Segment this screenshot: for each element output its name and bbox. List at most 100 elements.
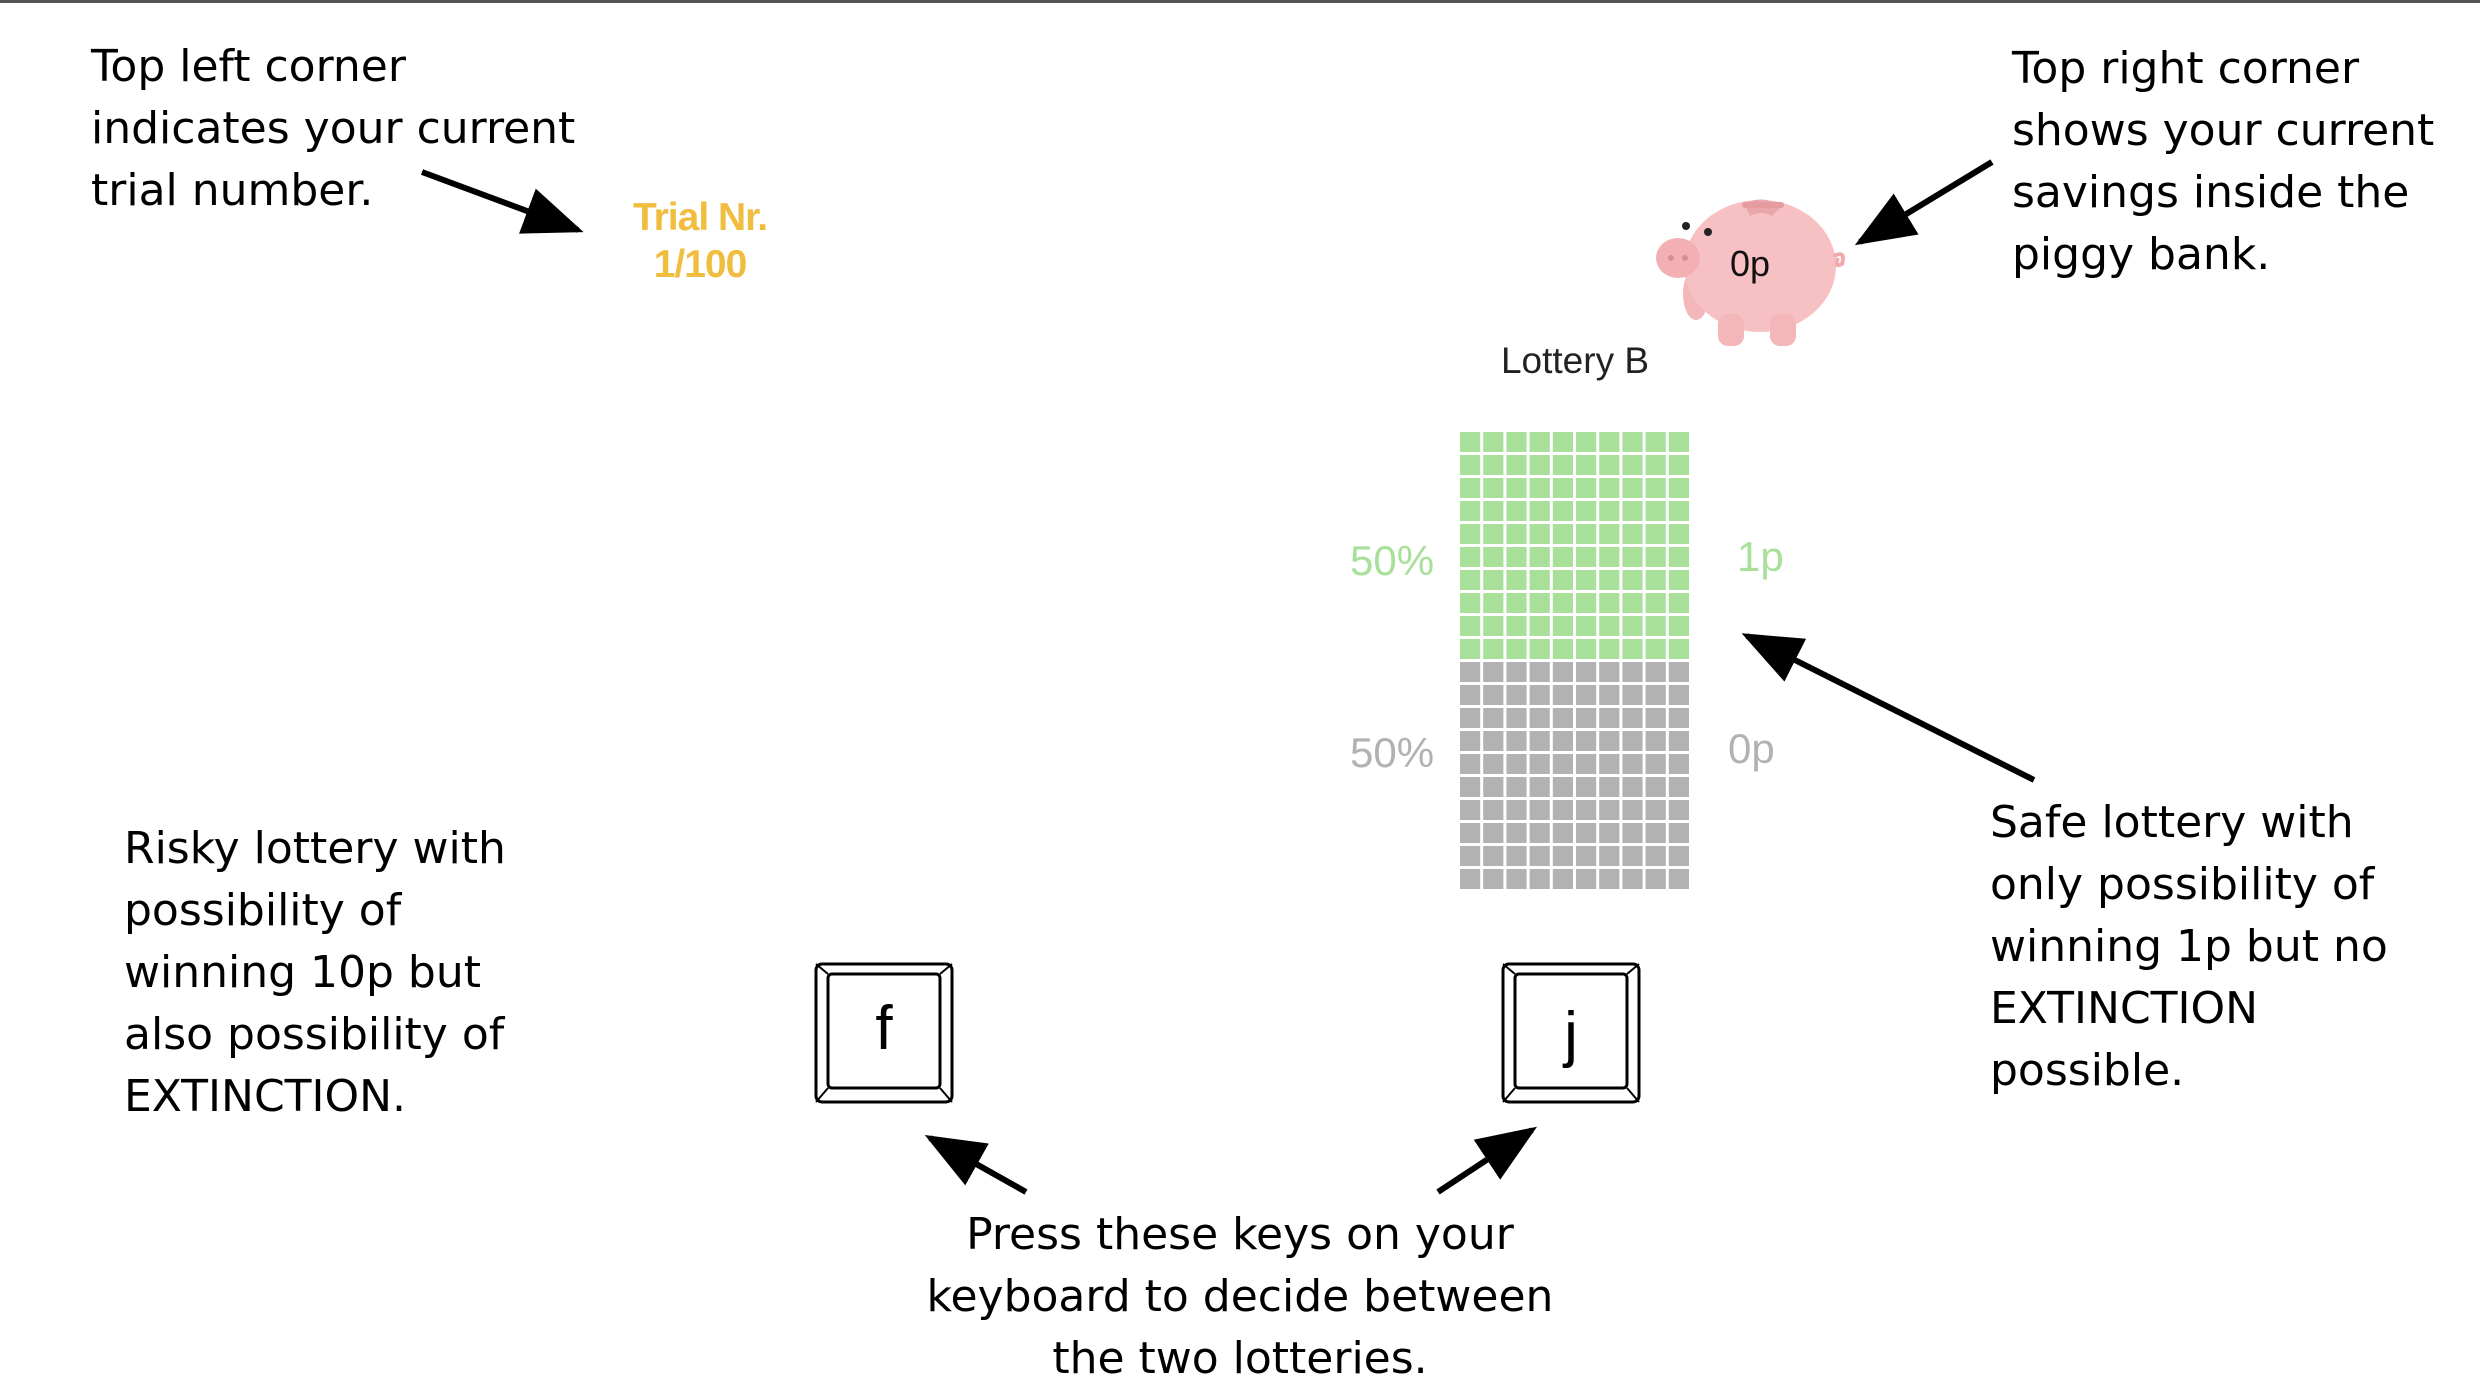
grid-cell-win	[1529, 501, 1550, 521]
lose-probability-label: 50%	[1350, 729, 1435, 776]
grid-cell-lose	[1645, 662, 1666, 682]
grid-cell-lose	[1645, 800, 1666, 820]
grid-cell-lose	[1552, 823, 1573, 843]
grid-cell-lose	[1460, 846, 1481, 866]
grid-cell-win	[1622, 501, 1643, 521]
grid-cell-lose	[1506, 846, 1527, 866]
j-key-button[interactable]	[1501, 962, 1641, 1104]
grid-cell-win	[1483, 455, 1504, 475]
grid-cell-win	[1460, 432, 1481, 452]
grid-cell-lose	[1599, 685, 1620, 705]
grid-cell-win	[1506, 501, 1527, 521]
piggy-eye	[1682, 222, 1690, 230]
grid-cell-win	[1622, 616, 1643, 636]
grid-cell-win	[1645, 570, 1666, 590]
grid-cell-win	[1529, 593, 1550, 613]
grid-cell-win	[1622, 455, 1643, 475]
grid-cell-lose	[1599, 662, 1620, 682]
grid-cell-lose	[1576, 731, 1597, 751]
grid-cell-win	[1576, 432, 1597, 452]
grid-cell-lose	[1576, 685, 1597, 705]
annotation-line: possibility of	[124, 885, 402, 936]
grid-cell-win	[1645, 593, 1666, 613]
win-probability-label: 50%	[1350, 537, 1435, 584]
grid-cell-lose	[1599, 777, 1620, 797]
grid-cell-lose	[1483, 846, 1504, 866]
grid-cell-win	[1668, 547, 1689, 567]
grid-cell-win	[1460, 547, 1481, 567]
f-key-label: f	[875, 994, 893, 1063]
j-key-label: j	[1564, 1000, 1578, 1069]
annotation-line: Press these keys on your	[966, 1209, 1514, 1260]
grid-cell-win	[1506, 616, 1527, 636]
grid-cell-lose	[1506, 662, 1527, 682]
grid-cell-lose	[1645, 708, 1666, 728]
grid-cell-lose	[1576, 846, 1597, 866]
grid-cell-win	[1506, 547, 1527, 567]
grid-cell-lose	[1552, 662, 1573, 682]
grid-cell-lose	[1460, 731, 1481, 751]
annotation-line: savings inside the	[2012, 167, 2410, 218]
annotation-line: indicates your current	[91, 103, 576, 154]
grid-cell-win	[1668, 455, 1689, 475]
grid-cell-win	[1506, 639, 1527, 659]
grid-cell-win	[1599, 570, 1620, 590]
grid-cell-win	[1506, 570, 1527, 590]
grid-cell-lose	[1529, 731, 1550, 751]
grid-cell-lose	[1552, 869, 1573, 889]
grid-cell-lose	[1529, 685, 1550, 705]
grid-cell-win	[1668, 432, 1689, 452]
grid-cell-lose	[1460, 754, 1481, 774]
arrow-to-lottery-grid	[1741, 633, 2036, 783]
grid-cell-lose	[1668, 777, 1689, 797]
grid-cell-win	[1506, 478, 1527, 498]
grid-cell-win	[1622, 547, 1643, 567]
grid-cell-lose	[1599, 754, 1620, 774]
grid-cell-win	[1599, 593, 1620, 613]
grid-cell-lose	[1668, 708, 1689, 728]
annotation-line: Top left corner	[91, 41, 406, 92]
grid-cell-win	[1483, 593, 1504, 613]
grid-cell-lose	[1460, 800, 1481, 820]
grid-cell-win	[1668, 570, 1689, 590]
lottery-title: Lottery B	[1500, 340, 1650, 381]
grid-cell-win	[1668, 593, 1689, 613]
grid-cell-lose	[1552, 685, 1573, 705]
grid-cell-win	[1645, 639, 1666, 659]
grid-cell-win	[1599, 524, 1620, 544]
grid-cell-win	[1668, 524, 1689, 544]
grid-cell-lose	[1529, 823, 1550, 843]
grid-cell-win	[1460, 501, 1481, 521]
piggy-leg	[1770, 314, 1796, 346]
grid-cell-lose	[1576, 823, 1597, 843]
arrow-to-f-key	[924, 1135, 1028, 1195]
grid-cell-win	[1645, 547, 1666, 567]
grid-cell-win	[1552, 478, 1573, 498]
grid-cell-win	[1668, 616, 1689, 636]
grid-cell-win	[1529, 547, 1550, 567]
grid-cell-win	[1483, 570, 1504, 590]
annotation-line: also possibility of	[124, 1009, 505, 1060]
grid-cell-win	[1645, 432, 1666, 452]
annotation-line: possible.	[1990, 1045, 2185, 1096]
grid-cell-win	[1552, 570, 1573, 590]
grid-cell-lose	[1576, 754, 1597, 774]
grid-cell-win	[1622, 570, 1643, 590]
grid-cell-win	[1599, 478, 1620, 498]
annotation-line: trial number.	[91, 165, 374, 216]
grid-cell-win	[1552, 432, 1573, 452]
grid-cell-win	[1622, 478, 1643, 498]
grid-cell-win	[1529, 478, 1550, 498]
grid-cell-lose	[1622, 846, 1643, 866]
trial-number: 1/100	[653, 243, 748, 286]
grid-cell-lose	[1460, 823, 1481, 843]
f-key-button[interactable]	[814, 962, 954, 1104]
grid-cell-lose	[1552, 846, 1573, 866]
grid-cell-lose	[1622, 708, 1643, 728]
coin-slot	[1742, 202, 1784, 208]
grid-cell-lose	[1622, 754, 1643, 774]
grid-cell-lose	[1483, 685, 1504, 705]
piggy-eye	[1704, 228, 1712, 236]
annotation-line: winning 10p but	[124, 947, 481, 998]
grid-cell-lose	[1645, 846, 1666, 866]
